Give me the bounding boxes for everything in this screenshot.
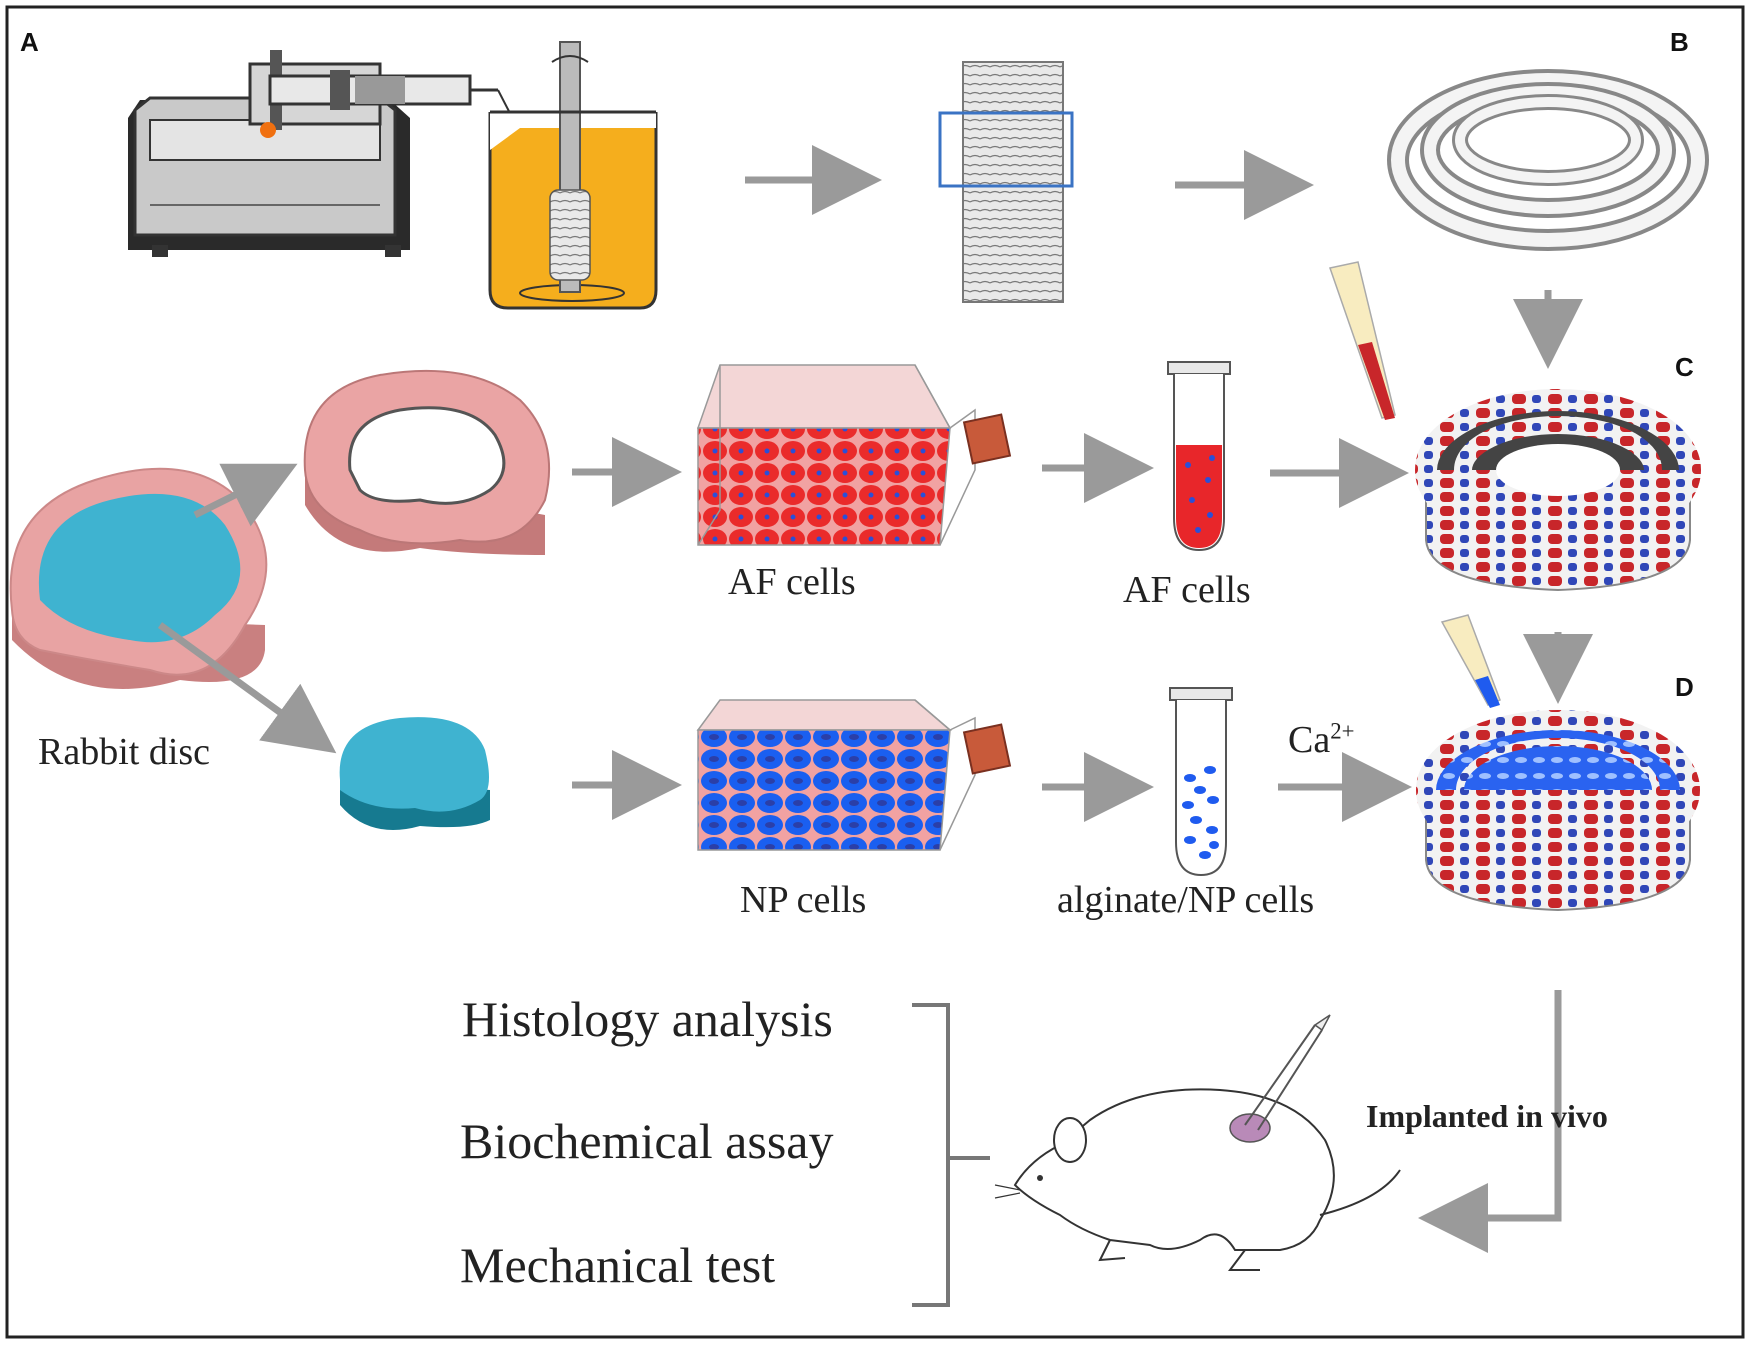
analysis-bracket — [912, 1003, 990, 1307]
label-np-cells: NP cells — [740, 879, 867, 921]
fiber-rod-icon — [938, 61, 1074, 303]
calcium-base: Ca — [1288, 719, 1331, 761]
pipette-c-icon — [1329, 261, 1396, 420]
label-alginate-np-cells: alginate/NP cells — [1057, 879, 1315, 921]
coil-scaffold-icon — [1387, 69, 1709, 251]
label-af-cells-tube: AF cells — [1123, 569, 1251, 611]
alginate-tube-icon — [1169, 687, 1233, 877]
rat-icon — [994, 1014, 1401, 1271]
af-seeded-scaffold-icon — [1415, 389, 1701, 592]
arrow-implanted — [1418, 990, 1562, 1253]
label-implanted-in-vivo: Implanted in vivo — [1366, 1098, 1608, 1134]
syringe-icon — [268, 70, 561, 211]
af-cell-tube-icon — [1167, 361, 1231, 552]
arrow-disc-to-nucleus — [157, 622, 337, 754]
analysis-histology: Histology analysis — [462, 991, 833, 1047]
analysis-biochemical: Biochemical assay — [460, 1113, 834, 1169]
pipette-d-icon — [1440, 614, 1501, 708]
nucleus-pulposus-icon — [339, 717, 490, 830]
rabbit-disc-icon — [9, 467, 268, 689]
calcium-charge: 2+ — [1330, 718, 1355, 744]
np-culture-flask-icon — [696, 699, 1012, 851]
collector-bath-icon — [488, 41, 658, 310]
panel-label-d: D — [1675, 672, 1694, 702]
af-culture-flask-icon — [696, 364, 1012, 546]
figure-frame — [5, 5, 1745, 1339]
panel-label-a: A — [20, 27, 39, 57]
annulus-ring-icon — [303, 369, 551, 555]
analysis-mechanical: Mechanical test — [460, 1237, 776, 1293]
label-calcium: Ca2+ — [1288, 718, 1354, 762]
arrow-disc-to-annulus — [193, 463, 298, 527]
label-af-cells-flask: AF cells — [728, 561, 856, 603]
panel-label-b: B — [1670, 27, 1689, 57]
np-filled-scaffold-icon — [1416, 710, 1700, 912]
panel-label-c: C — [1675, 352, 1694, 382]
label-rabbit-disc: Rabbit disc — [38, 731, 211, 773]
